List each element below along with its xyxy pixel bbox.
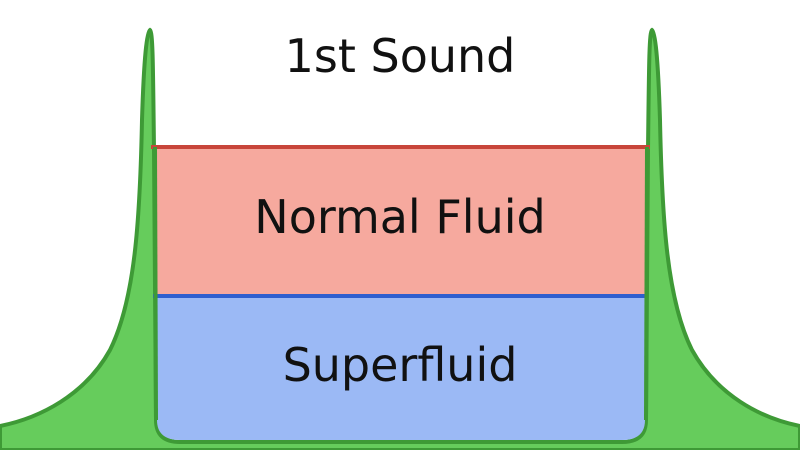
first-sound-label: 1st Sound [285, 29, 516, 83]
superfluid-layer [155, 296, 645, 440]
normal-fluid-layer [154, 147, 648, 296]
right-inner-wall [644, 146, 649, 421]
normal-fluid-label: Normal Fluid [254, 190, 545, 244]
superfluid-label: Superfluid [283, 338, 518, 392]
left-inner-wall [153, 146, 158, 421]
container-shape [0, 27, 800, 450]
